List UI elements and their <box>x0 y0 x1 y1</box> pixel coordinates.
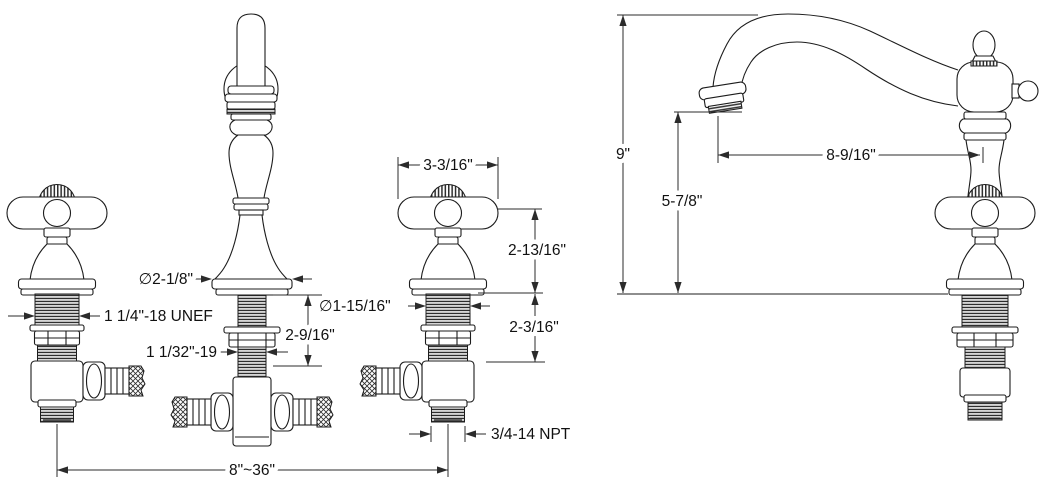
dim-label-supply-thread: 3/4-14 NPT <box>491 426 571 443</box>
lever-ball <box>1017 80 1039 102</box>
left-handle-fixture <box>7 185 146 423</box>
dim-spout-outlet-height: 5-7/8" <box>657 111 742 293</box>
dim-overall-height: 9" <box>611 14 758 293</box>
side-bell-base <box>945 243 1025 296</box>
side-cross-handle <box>934 183 1036 246</box>
dim-label-shank-thread: 1 1/4"-18 UNEF <box>104 308 213 325</box>
dim-label-handle-base-dia: ∅1-15/16" <box>319 298 391 315</box>
side-view: 9" 5-7/8" 8-9/16" <box>611 13 1039 421</box>
left-supply-outlet <box>82 361 146 401</box>
tee-left-outlet <box>170 392 234 432</box>
spout-fixture <box>170 13 334 447</box>
dim-label-spout-outlet-height: 5-7/8" <box>662 193 703 210</box>
dim-label-overall-height: 9" <box>616 146 630 163</box>
ball-finial <box>972 30 996 60</box>
dim-label-handle-height: 2-13/16" <box>508 242 566 259</box>
dim-handle-height: 2-13/16" 2-3/16" <box>478 208 571 363</box>
dim-spout-reach: 8-9/16" <box>717 116 984 169</box>
tee-right-outlet <box>270 392 334 432</box>
tee-body <box>232 376 272 447</box>
dim-label-below-deck: 2-3/16" <box>509 319 558 336</box>
dim-label-spout-reach: 8-9/16" <box>826 147 875 164</box>
right-supply-outlet <box>359 361 423 401</box>
dim-label-spout-shank-thread: 1 1/32"-19 <box>146 344 217 361</box>
dim-supply-thread: 3/4-14 NPT <box>409 422 575 448</box>
front-view: 3-3/16" ∅2-1/8" 1 1/4"-18 UNEF 1 1/32"-1… <box>7 13 575 484</box>
dim-label-spout-base-dia: ∅2-1/8" <box>139 271 193 288</box>
dim-label-handle-width: 3-3/16" <box>423 157 472 174</box>
side-shank <box>951 294 1019 421</box>
side-spout <box>698 13 959 114</box>
dim-label-spout-shank-height: 2-9/16" <box>285 327 334 344</box>
dim-label-spread: 8"~36" <box>229 462 275 479</box>
spout-outlet <box>698 81 747 114</box>
side-body <box>956 30 1039 113</box>
